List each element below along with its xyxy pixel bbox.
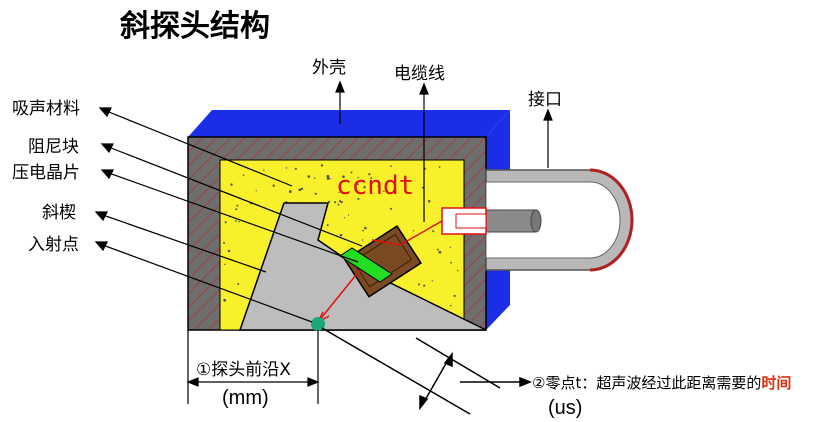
shell-right [486,110,510,170]
diagram-title: 斜探头结构 [120,9,270,44]
speckle-dot [263,169,265,171]
piezo-chip [339,247,393,283]
speckle-dot [356,183,359,186]
speckle-dot [368,173,371,176]
cable-plug-inner [455,213,487,229]
speckle-dot [238,220,240,223]
speckle-dot [361,239,364,241]
label-interface: 接口 [528,90,562,110]
speckle-dot [307,175,311,178]
dimension-x [186,330,320,404]
speckle-dot [227,249,231,253]
speckle-dot [347,214,350,216]
speckle-dot [362,229,364,232]
label-absorber: 吸声材料 [12,99,80,119]
leader-lines [94,80,553,323]
speckle-dot [337,203,340,206]
label-incidence-point: 入射点 [28,235,79,255]
speckle-dot [313,177,316,179]
zero-point-label: ②零点t：超声波经过此距离需要的时间 [532,374,791,392]
speckle-dot [235,208,238,211]
speckle-dot [357,177,359,179]
speckle-dot [320,164,324,167]
zero-point-highlight: 时间 [761,374,791,392]
incidence-point [311,317,325,331]
speckle-dot [450,304,452,307]
speckle-dot [334,201,337,204]
speckle-dot [339,200,342,203]
speckle-dot [350,171,353,174]
speckle-dot [237,283,240,286]
label-shell: 外壳 [312,58,346,78]
shell-top [188,110,510,137]
speckle-dot [364,226,367,230]
speckle-dot [288,190,292,193]
speckle-dot [223,241,225,244]
speckle-dot [338,191,340,194]
dimension-x-unit: (mm) [222,387,269,409]
speckle-dot [328,200,331,203]
speckle-dot [417,283,421,286]
speckle-dot [326,176,330,180]
speckle-dot [370,177,373,179]
speckle-dot [223,298,227,302]
speckle-dot [326,224,329,227]
speckle-dot [427,199,431,203]
speckle-dot [329,177,331,180]
speckle-dot [432,230,435,233]
speckle-dot [285,167,288,169]
speckle-dot [423,284,426,287]
speckle-dot [377,185,379,187]
label-cable: 电缆线 [394,64,445,84]
label-piezo-chip: 压电晶片 [12,163,80,183]
speckle-dot [255,190,257,192]
connector [485,168,634,272]
speckle-dot [224,263,226,266]
speckle-dot [339,233,343,237]
speckle-dot [431,280,433,282]
speckle-dot [242,174,245,176]
speckle-dot [343,216,346,219]
dimension-x-label: ①探头前沿X [196,360,291,380]
speckle-dot [363,186,366,189]
cable-wire [371,220,443,246]
speckle-dot [383,190,385,193]
speckle-dot [235,220,237,222]
speckle-dot [412,230,415,232]
speckle-dot [230,183,233,186]
zero-point-unit: (us) [548,397,582,419]
speckle-dot [438,166,441,168]
speckle-dot [450,261,452,264]
speckle-dot [342,175,345,178]
speckle-dot [389,207,393,210]
watermark: ccndt [336,171,414,201]
zero-point-lines [321,327,533,415]
speckle-dot [224,221,227,224]
label-damping-block: 阻尼块 [28,137,79,157]
speckle-dot [436,248,439,251]
shell-right-lower [486,270,510,330]
speckle-dot [272,184,275,187]
speckle-dot [294,167,297,170]
speckle-dot [457,269,459,272]
speckle-dot [300,187,304,191]
speckle-dot [449,246,452,248]
zero-point-text: ②零点t：超声波经过此距离需要的 [532,374,761,392]
speckle-dot [298,188,302,192]
label-wedge: 斜楔 [42,203,76,223]
speckle-dot [357,197,360,200]
speckle-dot [314,192,317,195]
speckle-dot [236,204,239,207]
speckle-dot [438,250,442,254]
speckle-dot [453,294,456,297]
beam-line [317,269,361,323]
speckle-dot [390,165,392,167]
